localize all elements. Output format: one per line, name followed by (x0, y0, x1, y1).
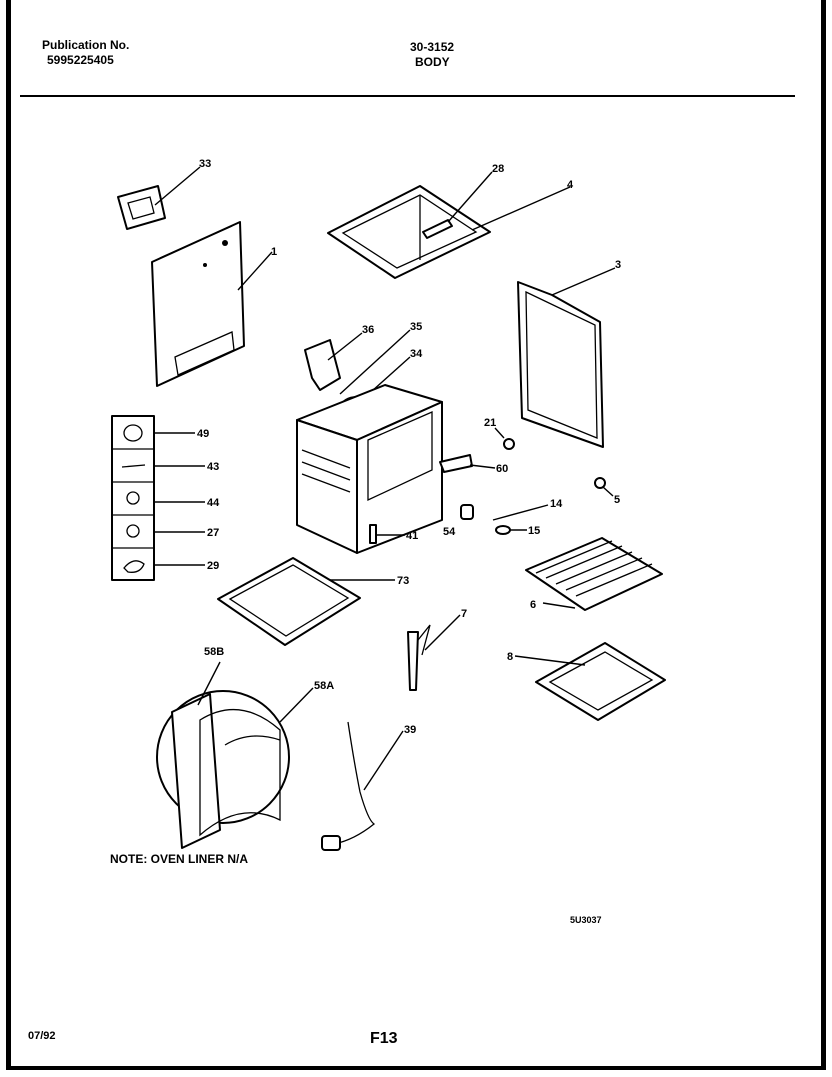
label-28: 28 (492, 163, 504, 175)
label-49: 49 (197, 428, 209, 440)
oven-liner-note: NOTE: OVEN LINER N/A (110, 852, 249, 866)
page-frame (6, 0, 826, 1070)
part-15-pin: 15 (495, 525, 540, 537)
revision-date: 07/92 (28, 1030, 56, 1042)
label-3: 3 (615, 259, 621, 271)
part-7-clip: 7 (407, 608, 467, 691)
part-54-clip: 54 (443, 504, 474, 538)
part-4-top-cover: 4 (327, 179, 574, 279)
label-41: 41 (406, 530, 418, 542)
label-36: 36 (362, 324, 374, 336)
label-8: 8 (507, 651, 513, 663)
part-33-bracket: 33 (117, 158, 211, 230)
label-29: 29 (207, 560, 219, 572)
label-4: 4 (567, 179, 574, 191)
label-58b: 58B (204, 646, 224, 658)
part-1-back-panel: 1 (151, 221, 277, 387)
label-39: 39 (404, 724, 416, 736)
label-54: 54 (443, 526, 456, 538)
publication-number: 5995225405 (47, 53, 114, 67)
label-21: 21 (484, 417, 496, 429)
label-14: 14 (550, 498, 563, 510)
part-8-broiler-pan: 8 (507, 642, 666, 721)
label-7: 7 (461, 608, 467, 620)
part-3-side-panel: 3 (517, 259, 621, 448)
label-5: 5 (614, 494, 620, 506)
label-27: 27 (207, 527, 219, 539)
label-73: 73 (397, 575, 409, 587)
part-60-rail: 60 (439, 454, 508, 475)
publication-label: Publication No. (42, 38, 130, 52)
page-number: F13 (370, 1030, 398, 1047)
label-43: 43 (207, 461, 219, 473)
hardware-kit-panel: 49 43 44 27 29 (111, 415, 220, 581)
part-21-bushing: 21 (484, 417, 515, 450)
drawing-id: 5U3037 (570, 915, 602, 925)
oven-body-frame (296, 384, 443, 554)
header-rule (20, 95, 795, 97)
label-60: 60 (496, 463, 508, 475)
part-14-spring: 14 (492, 498, 563, 521)
part-35-fitting: 35 (339, 321, 422, 395)
label-33: 33 (199, 158, 211, 170)
part-6-oven-rack: 6 (525, 537, 663, 611)
label-34: 34 (410, 348, 423, 360)
part-36-bracket: 36 (304, 324, 374, 391)
label-6: 6 (530, 599, 536, 611)
part-73-bottom-panel: 73 (217, 557, 409, 646)
label-15: 15 (528, 525, 540, 537)
part-39-power-cord: 39 (321, 721, 416, 851)
label-44: 44 (207, 497, 220, 509)
part-41-leveler: 41 (369, 524, 418, 544)
insulation-detail: 58B 58A (156, 646, 334, 849)
section-title: BODY (415, 55, 450, 69)
label-58a: 58A (314, 680, 334, 692)
part-28-clip: 28 (422, 163, 504, 239)
part-5-screw: 5 (594, 477, 620, 506)
label-1: 1 (271, 246, 277, 258)
label-35: 35 (410, 321, 422, 333)
document-code: 30-3152 (410, 40, 455, 54)
